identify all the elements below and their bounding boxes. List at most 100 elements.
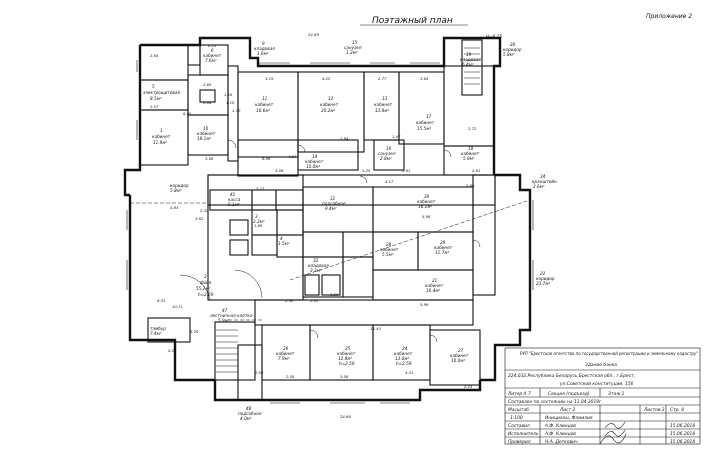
plan-title: Поэтажный план [372,16,453,26]
svg-text:1.70: 1.70 [232,108,241,113]
svg-text:2.72: 2.72 [468,126,477,131]
title-block-text: РУП "Брестское агентство по государствен… [507,351,698,445]
stamp-h-scale: Масштаб [508,407,529,413]
outer-walls [123,36,532,402]
dimension-labels: 24.89 24.66 2.64 2.25 2.65 2.57 3.56 3.1… [150,32,480,419]
svg-text:2.57: 2.57 [150,104,159,109]
stamp-addr1: 224.032,Республика Беларусь,Брестская об… [508,373,635,379]
svg-text:4.17: 4.17 [385,179,394,184]
svg-text:2.81: 2.81 [402,168,410,173]
svg-text:4.22: 4.22 [322,76,331,81]
svg-text:5.99: 5.99 [420,302,429,307]
interior-walls [139,39,496,401]
stamp-role-1: Составил [508,423,530,429]
stamp-scale: 1:100 [510,415,523,421]
stamp-h-sheet: Лист 2 [559,407,576,413]
stamp-name-2: А.Ф. Клинцов [544,431,576,437]
svg-text:2.65: 2.65 [203,82,212,87]
stamp-org: РУП "Брестское агентство по государствен… [520,351,698,357]
stamp-role-3: Проверил [508,439,531,445]
stamp-date-2: 15.06.2018 [670,431,695,437]
svg-text:3.13: 3.13 [256,186,265,191]
svg-text:2.69: 2.69 [466,183,475,188]
svg-text:2.40: 2.40 [285,298,294,303]
stairs [216,47,480,373]
stamp-floor: Этаж 1 [607,391,625,397]
svg-text:8.53: 8.53 [157,298,166,303]
svg-text:6.65: 6.65 [183,111,192,116]
stamp-date-3: 15.06.2018 [670,439,695,445]
stamp-date-1: 15.06.2018 [670,423,695,429]
title-block [504,347,701,445]
stamp-compiled: Составлен по состоянию на 11.04.2019г. [508,399,603,405]
svg-text:3.56: 3.56 [205,156,214,161]
svg-text:5.29: 5.29 [190,329,199,334]
svg-text:2.25: 2.25 [208,43,217,48]
svg-text:3.06: 3.06 [275,168,284,173]
svg-text:10.71: 10.71 [172,304,183,309]
svg-text:1.94: 1.94 [340,136,349,141]
stamp-addr2: ул.Советской конституции, 15б [559,381,634,387]
stamp-h-sheets: Листов 3 [643,407,665,413]
svg-text:24.66: 24.66 [340,414,351,419]
stamp-h-page: Стр. 8 [670,407,684,413]
svg-text:2.32: 2.32 [200,208,209,213]
svg-text:5.22: 5.22 [168,348,177,353]
svg-text:4.53: 4.53 [288,154,297,159]
svg-text:5.98: 5.98 [422,214,431,219]
svg-text:2.95: 2.95 [310,298,319,303]
stamp-initials: Инициалы, Фамилия [545,415,593,421]
svg-text:3.64: 3.64 [420,76,429,81]
stamp-bank: Здание банка [585,362,617,368]
stamp-role-2: Исполнитель [508,431,539,437]
svg-text:2.77: 2.77 [378,76,387,81]
svg-text:1.25: 1.25 [362,168,371,173]
signatures [599,421,627,445]
stamp-section: Секция (подъезд) [548,391,590,397]
stamp-name-1: А.Ф. Клинцов [544,423,576,429]
svg-text:0.88: 0.88 [203,100,212,105]
svg-text:1.47: 1.47 [392,134,401,139]
svg-text:2.61: 2.61 [472,168,480,173]
svg-text:4.51: 4.51 [405,370,413,375]
stamp-name-3: Н.А. Деткович [545,439,578,445]
svg-text:1.10: 1.10 [226,100,235,105]
svg-text:14.43: 14.43 [370,326,381,331]
svg-text:3.62: 3.62 [195,216,204,221]
svg-text:3.19: 3.19 [265,76,274,81]
appendix-label: Приложение 2 [646,13,692,20]
height-mark: Н=6.15 [486,34,502,39]
svg-text:2.58: 2.58 [286,374,295,379]
